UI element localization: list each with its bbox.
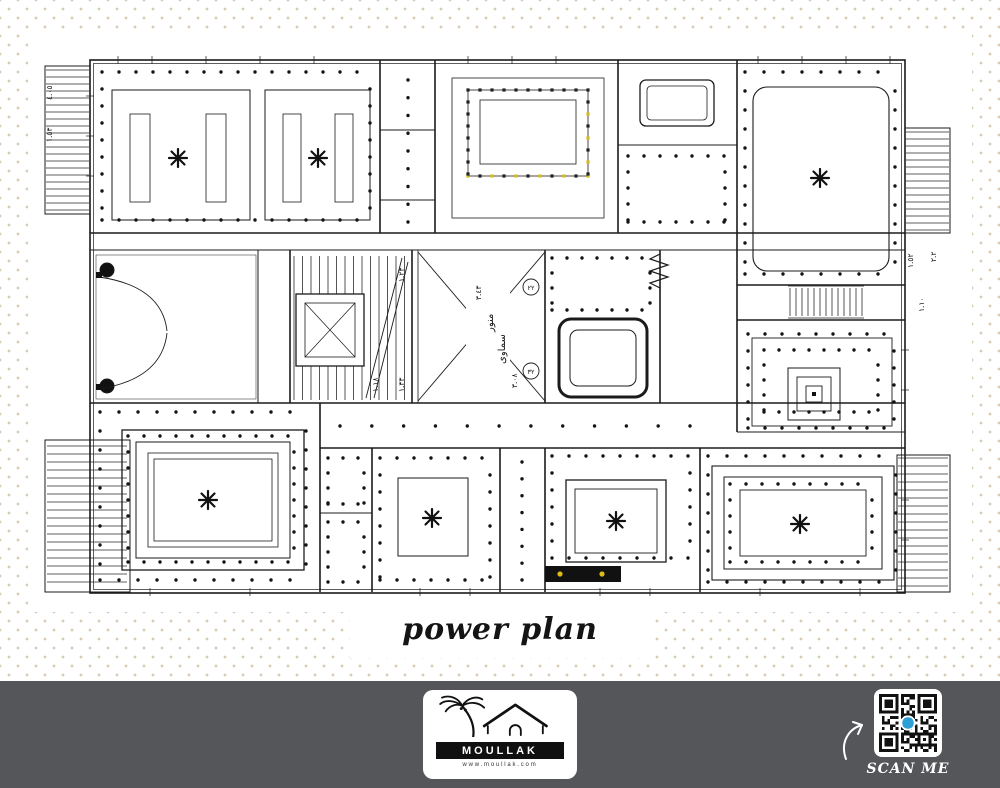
dim-label: ٤.٠٥ [45, 86, 54, 100]
lightwell-label: سماوى [497, 334, 508, 364]
balcony-frames [44, 65, 951, 593]
floor-plan: ٤.٠٥ ١.٥٣ ١.٢٣ ١.٣٣ ١.١٨ ١.٥٢ ٢.٢ ١.١٠ ٣… [44, 56, 951, 658]
room-top-mid [639, 79, 715, 127]
yellow-spot [599, 571, 605, 577]
walls [89, 59, 906, 594]
room-details [44, 56, 951, 596]
spotlight-dots [98, 70, 898, 584]
moullak-logo-icon [439, 695, 549, 739]
room-mid-right [751, 337, 893, 427]
lightwell-dim: ٣.٤٣ [474, 286, 483, 300]
qr-block: SCAN ME [843, 689, 956, 777]
qr-code [874, 689, 942, 757]
lightwell-dim: ٣.٠٨ [510, 374, 519, 388]
lightwell-label: منور [485, 314, 496, 333]
room-top-left [111, 89, 371, 221]
staircase [295, 257, 409, 399]
dim-label: ١.١٨ [371, 378, 380, 392]
dim-label: ١.٣٣ [397, 378, 406, 392]
dim-label: ١.٥٣ [45, 128, 54, 142]
plan-title: power plan [402, 612, 598, 647]
tv-unit [545, 566, 621, 582]
room-bottom-mid2 [545, 479, 667, 582]
title-paper [350, 612, 650, 658]
yellow-spot [557, 571, 563, 577]
brand-badge: MOULLAK www.moullak.com [423, 690, 577, 779]
dim-label: ٢.٢ [929, 252, 938, 262]
entrance [95, 254, 257, 400]
brand-name: MOULLAK [436, 742, 564, 759]
dim-label: ١.٢٣ [397, 268, 406, 282]
room-top-right [752, 86, 890, 272]
arrow-icon [843, 721, 863, 760]
room-bottom-mid [397, 477, 469, 557]
dim-label: ١.١٠ [917, 298, 926, 312]
room-mid [557, 253, 670, 399]
railing [788, 285, 864, 319]
room-bottom-left [121, 429, 305, 571]
room-bottom-right [711, 465, 895, 581]
dim-label: ١.٥٢ [906, 254, 915, 268]
light-well [417, 251, 546, 402]
footer-bar: MOULLAK www.moullak.com SCAN ME [0, 681, 1000, 788]
spring-symbol [648, 253, 670, 289]
dimension-labels: ٤.٠٥ ١.٥٣ ١.٢٣ ١.٣٣ ١.١٨ ١.٥٢ ٢.٢ ١.١٠ ٣… [45, 86, 938, 392]
dim-bubble: ٢٢ [528, 284, 535, 292]
dim-bubble: ٣٢ [528, 368, 535, 376]
scan-me-label: SCAN ME [866, 761, 950, 777]
brand-url: www.moullak.com [462, 762, 538, 768]
